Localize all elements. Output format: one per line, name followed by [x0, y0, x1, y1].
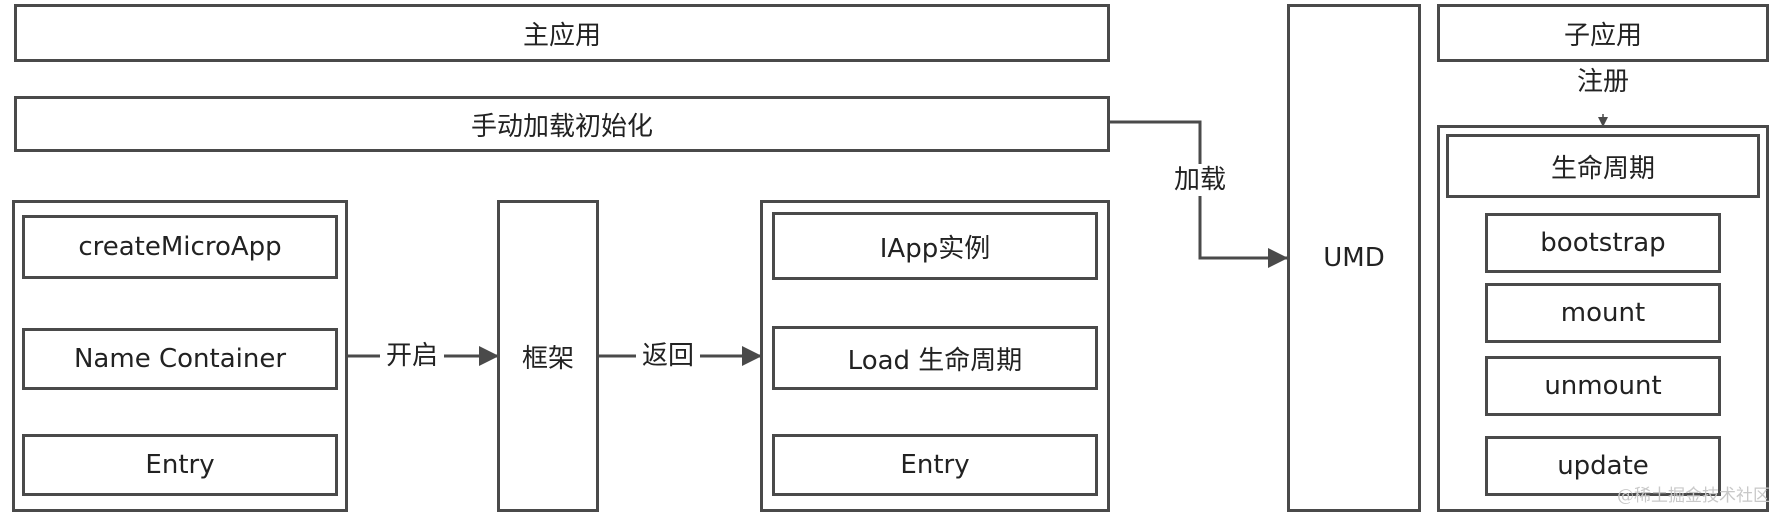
sub-app-title: 子应用: [1563, 20, 1642, 51]
sub-app-title-box: 子应用: [1437, 4, 1769, 62]
umd-box: UMD: [1287, 4, 1421, 512]
iapp-instance-label: IApp实例: [879, 233, 991, 264]
lifecycle-update-label: update: [1557, 451, 1649, 481]
right-group-frame: [760, 200, 1110, 512]
load-lifecycle-box: Load 生命周期: [772, 326, 1098, 390]
main-app-title-box: 主应用: [14, 4, 1110, 62]
lifecycle-update-box: update: [1485, 436, 1721, 496]
load-lifecycle-label: Load 生命周期: [847, 345, 1023, 376]
lifecycle-title-box: 生命周期: [1446, 134, 1760, 198]
create-micro-app-label: createMicroApp: [78, 232, 282, 262]
watermark: @稀土掘金技术社区: [1617, 486, 1770, 506]
lifecycle-mount-label: mount: [1560, 298, 1646, 328]
name-container-box: Name Container: [22, 328, 338, 390]
create-micro-app-box: createMicroApp: [22, 215, 338, 279]
edge-load-label: 加载: [1167, 164, 1233, 196]
init-box: 手动加载初始化: [14, 96, 1110, 152]
entry-right-box: Entry: [772, 434, 1098, 496]
framework-label: 框架: [521, 343, 574, 374]
edge-open-label: 开启: [379, 340, 445, 372]
framework-box: 框架: [497, 200, 599, 512]
lifecycle-unmount-label: unmount: [1544, 371, 1662, 401]
lifecycle-bootstrap-label: bootstrap: [1540, 228, 1666, 258]
entry-left-box: Entry: [22, 434, 338, 496]
lifecycle-title: 生命周期: [1550, 153, 1655, 184]
name-container-label: Name Container: [73, 344, 287, 374]
sub-app-frame: [1437, 125, 1769, 512]
entry-left-label: Entry: [145, 450, 215, 480]
init-label: 手动加载初始化: [470, 111, 653, 142]
register-label: 注册: [1576, 67, 1630, 97]
iapp-instance-box: IApp实例: [772, 212, 1098, 280]
edge-return-label: 返回: [635, 340, 701, 372]
lifecycle-bootstrap-box: bootstrap: [1485, 213, 1721, 273]
umd-label: UMD: [1323, 243, 1385, 273]
lifecycle-unmount-box: unmount: [1485, 356, 1721, 416]
entry-right-label: Entry: [900, 450, 970, 480]
lifecycle-mount-box: mount: [1485, 283, 1721, 343]
main-app-title: 主应用: [522, 20, 601, 51]
left-group-frame: [12, 200, 348, 512]
